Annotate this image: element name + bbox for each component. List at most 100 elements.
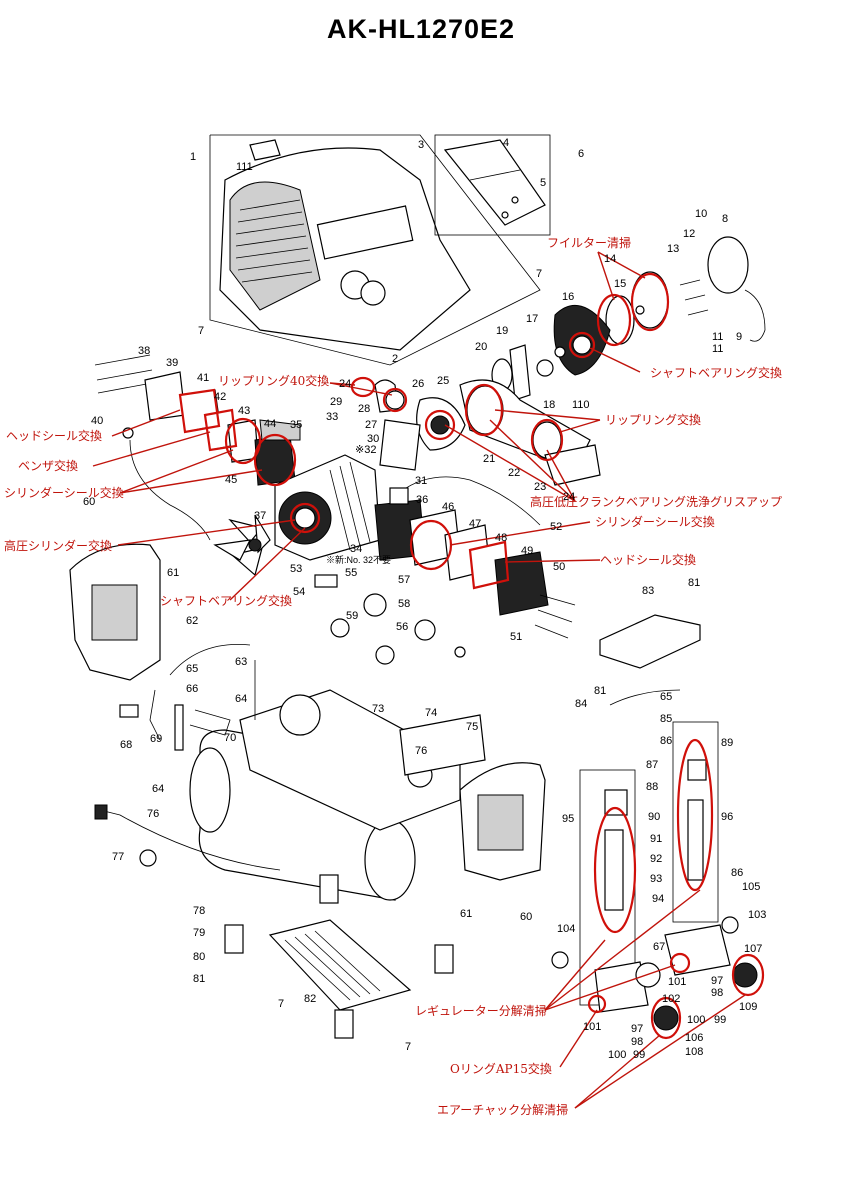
part-label: 81 [193,973,205,985]
part-label: 16 [562,291,574,303]
annotation-o-ring: OリングAP15交換 [450,1061,552,1076]
part-label: 34 [350,543,362,555]
part-label: 99 [714,1014,726,1026]
part-label: 23 [534,481,546,493]
part-label: 88 [646,781,658,793]
part-label: 89 [721,737,733,749]
part-label: 51 [510,631,522,643]
handle-left [69,543,161,681]
part-label: 86 [731,867,743,879]
part-label: 86 [660,735,672,747]
part-label: 5 [540,177,546,189]
annotation-shaft-bearing-2: シャフトベアリング交換 [160,593,292,608]
part-label: 31 [415,475,427,487]
part-label: 108 [685,1046,703,1058]
page-title: AK-HL1270E2 [326,14,516,44]
part-label: 75 [466,721,478,733]
part-label: 87 [646,759,658,771]
part-label: 8 [722,213,728,225]
part-label: 1 [190,151,196,163]
part-label: 81 [594,685,606,697]
part-label: 33 [326,411,338,423]
part-label: 76 [147,808,159,820]
part-label: 27 [365,419,377,431]
part-label: 56 [396,621,408,633]
part-label: 62 [186,615,198,627]
part-label: 97 [711,975,723,987]
air-cleaner-group [553,236,766,376]
part-label: 107 [744,943,762,955]
part-label: 24 [563,491,575,503]
part-label: 25 [437,375,449,387]
part-label: 85 [660,713,672,725]
part-label: 7 [536,268,542,280]
part-label: 7 [198,325,204,337]
part-label: 36 [416,494,428,506]
power-cord [94,804,281,871]
part-label: 60 [83,496,95,508]
part-label: 35 [290,419,302,431]
part-label: 29 [330,396,342,408]
part-label: 18 [543,399,555,411]
part-label: 50 [553,561,565,573]
right-head-group [374,476,576,639]
part-label: 90 [648,811,660,823]
part-label: 92 [650,853,662,865]
pipes-group [119,644,256,751]
annotation-cylinder-seal-left: シリンダーシール交換 [4,485,124,500]
annotation-lip-ring-40: リップリング40交換 [218,373,329,388]
part-label: 91 [650,833,662,845]
part-label: 24 [339,378,351,390]
part-label: 26 [412,378,424,390]
part-label: 98 [631,1036,643,1048]
part-label: 65 [660,691,672,703]
part-label: 111 [236,161,253,173]
part-label: 19 [496,325,508,337]
part-label: 10 [695,208,707,220]
part-label: 53 [290,563,302,575]
part-label: 6 [578,148,584,160]
annotation-regulator: レギュレーター分解清掃 [415,1003,547,1018]
part-label: 2 [392,353,398,365]
part-label: 110 [572,399,590,411]
left-head-group [94,354,301,541]
bottom-plate [224,874,454,1039]
part-label: 44 [264,418,276,430]
part-label: 109 [739,1001,757,1013]
annotation-crank-bearing: 高圧低圧クランクベアリング洗浄グリスアップ [530,494,782,509]
part-label: 58 [398,598,410,610]
filter-cover-group [434,134,551,236]
annotation-shaft-bearing-1: シャフトベアリング交換 [650,365,782,380]
part-label: 81 [688,577,700,589]
part-label: 84 [575,698,587,710]
part-label: 42 [214,391,226,403]
part-label: 105 [742,881,760,893]
part-label: ※32 [355,444,376,456]
part-label: 54 [293,586,305,598]
part-label: 64 [235,693,247,705]
part-label: 83 [642,585,654,597]
part-label: 30 [367,433,379,445]
part-label: 106 [685,1032,703,1044]
part-label: 47 [469,518,481,530]
part-label: 60 [520,911,532,923]
part-label: 97 [631,1023,643,1035]
maintenance-markers [178,272,765,1040]
part-label: 77 [112,851,124,863]
part-label: 80 [193,951,205,963]
part-number-labels: 1 2 3 4 5 6 7 7 7 7 8 9 10 11 11 12 13 1… [83,137,766,1061]
part-label: 14 [604,253,616,265]
part-label: 68 [120,739,132,751]
part-label: 55 [345,567,357,579]
annotation-filter: フイルター清掃 [547,235,631,250]
part-label: 65 [186,663,198,675]
part-label: 94 [652,893,664,905]
part-label: 66 [186,683,198,695]
part-label: 100 [687,1014,705,1026]
part-label: 21 [483,453,495,465]
part-label: 101 [668,976,686,988]
part-label: 61 [167,567,179,579]
part-label: 38 [138,345,150,357]
part-label: 7 [405,1041,411,1053]
